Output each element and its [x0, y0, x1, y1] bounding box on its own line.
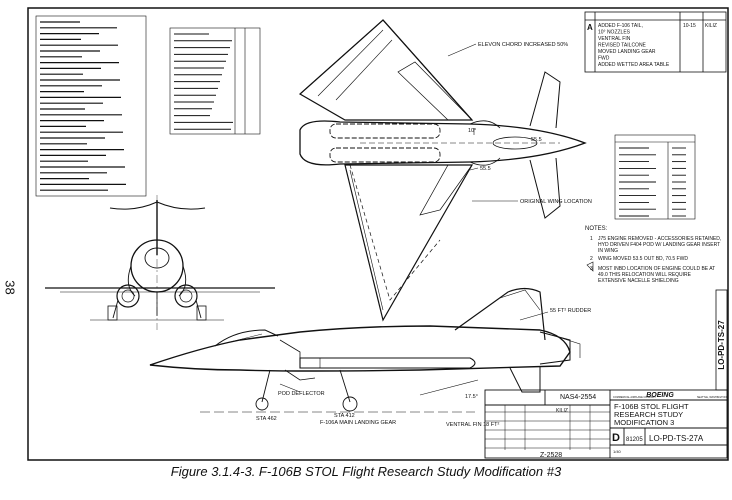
- scale-label: 1/40: [613, 449, 622, 454]
- note-1-text: J75 ENGINE REMOVED - ACCESSORIES RETAINE…: [598, 236, 721, 254]
- note-3-text: MOST INBD LOCATION OF ENGINE COULD BE AT…: [598, 266, 715, 284]
- revision-date: 10-15: [683, 23, 696, 29]
- ventral-fin-callout: VENTRAL FIN 18 FT²: [446, 422, 499, 428]
- pod-deflector-callout: POD DEFLECTOR: [278, 391, 325, 397]
- tail-angle-label: 17.5°: [465, 394, 478, 400]
- note-2-number: 2: [590, 256, 593, 262]
- note-3-triangle-icon: [586, 261, 594, 272]
- notes-heading: NOTES:: [585, 226, 608, 232]
- notes-block: NOTES: 1 J75 ENGINE REMOVED - ACCESSORIE…: [585, 226, 721, 284]
- front-view: [45, 195, 275, 330]
- revision-line: REVISED TAILCONE: [598, 43, 647, 49]
- main-gear-callout: F-106A MAIN LANDING GEAR: [320, 420, 396, 426]
- rudder-callout: 55 FT² RUDDER: [550, 308, 591, 314]
- angle-label-top: 10°: [468, 128, 476, 134]
- note-2-text: WING MOVED 53.5 OUT BD, 70.5 FWD: [598, 256, 688, 262]
- side-dwg-text: LO-PD-TS-27: [717, 320, 726, 370]
- sheet-id: Z-2528: [540, 452, 562, 459]
- station-label-lower: 55.5: [480, 166, 491, 172]
- callout-text: ELEVON CHORD INCREASED 50% 10° 55.5 55.5…: [256, 42, 592, 428]
- revision-line: 10° NOZZLES: [598, 30, 631, 36]
- revision-line: ADDED WETTED AREA TABLE: [598, 62, 670, 68]
- drawing-number: LO-PD-TS-27A: [649, 434, 704, 443]
- checker-initials: KILIZ: [556, 408, 568, 414]
- drawing-title-line-2: RESEARCH STUDY: [614, 410, 683, 419]
- side-view: [149, 287, 581, 413]
- specification-table: [169, 27, 261, 135]
- specification-list: [35, 15, 147, 197]
- page-number: 38: [2, 280, 18, 295]
- station-b-label: STA 412: [334, 413, 355, 419]
- note-line: EXTENSIVE NACELLE SHIELDING: [598, 278, 679, 284]
- revision-line: FWD: [598, 56, 610, 62]
- sheet-size: D: [612, 432, 620, 444]
- note-line: 49.0 THIS RELOCATION WILL REQUIRE: [598, 272, 692, 278]
- note-line: IN WING: [598, 248, 618, 254]
- drawing-title-line-1: F-106B STOL FLIGHT: [614, 402, 689, 411]
- station-label-top: 55.5: [531, 137, 542, 143]
- city-label: SEATTLE, WASHINGTON: [697, 396, 727, 399]
- figure-caption: Figure 3.1.4-3. F-106B STOL Flight Resea…: [170, 464, 562, 479]
- revision-line: ADDED F-106 TAIL,: [598, 23, 643, 29]
- note-line: MOST INBD LOCATION OF ENGINE COULD BE AT: [598, 266, 715, 272]
- drawing-border: [27, 7, 729, 461]
- title-block: BOEING COMMERCIAL AIRPLANE COMPANY SEATT…: [484, 389, 728, 459]
- company-logo: BOEING: [646, 392, 674, 399]
- note-line: HYD DRIVEN F404 POD W/ LANDING GEAR INSE…: [598, 242, 720, 248]
- elevon-callout: ELEVON CHORD INCREASED 50%: [478, 42, 568, 48]
- revision-letter: A: [587, 23, 593, 32]
- note-line: J75 ENGINE REMOVED - ACCESSORIES RETAINE…: [598, 236, 721, 242]
- original-wing-callout: ORIGINAL WING LOCATION: [520, 199, 592, 205]
- wetted-area-table: [614, 134, 696, 220]
- station-a-label: STA 462: [256, 416, 277, 422]
- revision-line: MOVED LANDING GEAR: [598, 49, 656, 55]
- drawing-title-line-3: MODIFICATION 3: [614, 418, 674, 427]
- revision-approval: KILIZ: [705, 23, 717, 29]
- contract-number: NAS4-2554: [560, 394, 596, 401]
- side-drawing-number: LO-PD-TS-27: [715, 289, 728, 391]
- division-label: COMMERCIAL AIRPLANE COMPANY: [613, 396, 656, 399]
- cage-code: 81205: [626, 437, 643, 443]
- plan-view: [298, 19, 587, 322]
- revision-line: VENTRAL FIN: [598, 36, 631, 42]
- engineering-drawing: ELEVON CHORD INCREASED 50% 10° 55.5 55.5…: [27, 7, 729, 461]
- note-3-number: 3: [590, 266, 593, 272]
- note-1-number: 1: [590, 236, 593, 242]
- leader-lines: [279, 43, 549, 393]
